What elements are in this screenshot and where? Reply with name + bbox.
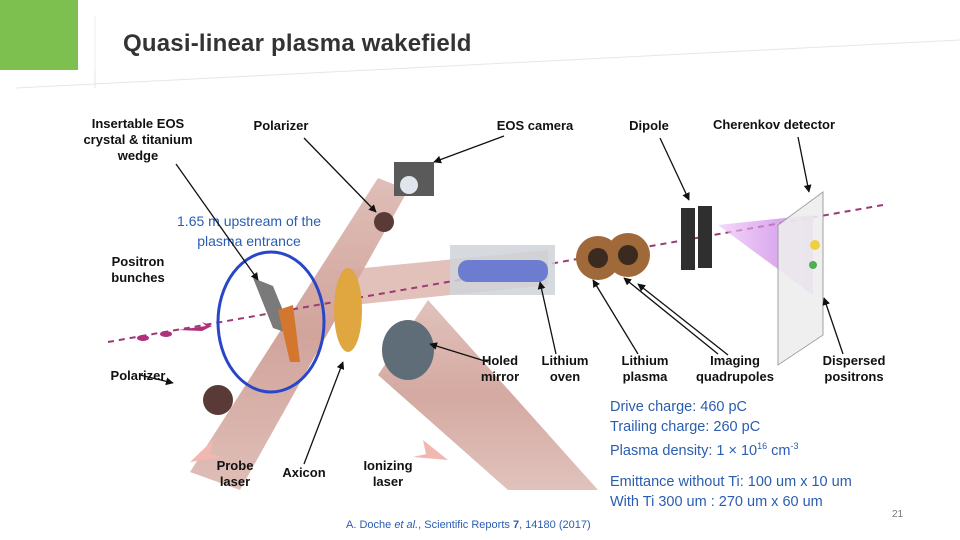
label-probe-laser: Probe laser: [217, 458, 254, 489]
label-ionizing-laser: Ionizing laser: [363, 458, 412, 489]
plasma-density: Plasma density: 1 × 1016 cm-3: [610, 437, 852, 461]
label-dispersed-positrons: Dispersed positrons: [823, 353, 886, 384]
citation-rest: , 14180 (2017): [519, 519, 591, 531]
plasma-density-unit-exponent: -3: [790, 441, 799, 451]
highlight-circle: [216, 250, 326, 394]
camera-lens-icon: [400, 176, 418, 194]
label-line: plasma: [623, 369, 669, 384]
label-line: Probe: [217, 458, 254, 473]
accent-square: [0, 0, 78, 70]
label-line: Lithium: [622, 353, 669, 368]
label-dipole: Dipole: [629, 118, 669, 133]
label-cherenkov-detector: Cherenkov detector: [713, 117, 835, 132]
cherenkov-screen: [777, 191, 824, 366]
titanium-wedge: [278, 305, 300, 362]
label-line: positrons: [824, 369, 883, 384]
dipole-magnet: [698, 206, 712, 268]
label-polarizer-top: Polarizer: [254, 118, 309, 133]
label-line: laser: [220, 474, 250, 489]
page-number: 21: [892, 509, 904, 520]
label-line: mirror: [481, 369, 519, 384]
label-lithium-oven: Lithium oven: [542, 353, 589, 384]
note-line: 1.65 m upstream of the: [177, 213, 321, 229]
label-line: crystal & titanium: [83, 132, 192, 147]
quadrupole-core: [588, 248, 608, 268]
label-line: Holed: [482, 353, 518, 368]
label-line: Ionizing: [363, 458, 412, 473]
positron-bunch: [137, 335, 149, 341]
label-line: Dispersed: [823, 353, 886, 368]
label-line: Insertable EOS: [92, 116, 185, 131]
probe-laser-beam: [190, 178, 408, 490]
label-line: wedge: [117, 148, 158, 163]
citation-journal: , Scientific Reports: [418, 519, 513, 531]
drive-charge: Drive charge: 460 pC: [610, 399, 748, 415]
ionizing-laser-arrow: [413, 440, 448, 460]
signal-spot: [810, 240, 820, 250]
label-line: Positron: [112, 254, 165, 269]
label-polarizer-bottom: Polarizer: [111, 368, 166, 383]
note-line: plasma entrance: [197, 233, 301, 249]
label-line: quadrupoles: [696, 369, 774, 384]
citation-volume: 7: [512, 519, 520, 531]
signal-spot: [809, 261, 817, 269]
label-axicon: Axicon: [282, 465, 325, 480]
label-imaging-quadrupoles: Imaging quadrupoles: [696, 353, 774, 384]
experimental-setup-diagram: Insertable EOS crystal & titanium wedge …: [83, 110, 886, 490]
plasma-density-unit: cm: [767, 442, 791, 459]
trailing-charge: Trailing charge: 260 pC: [610, 418, 761, 435]
label-line: Imaging: [710, 353, 760, 368]
label-positron-bunches: Positron bunches: [111, 254, 164, 285]
callout-arrows: [139, 135, 844, 465]
polarizer-bottom-optic: [203, 385, 233, 415]
label-eos-camera: EOS camera: [497, 118, 574, 133]
emittance-without-ti: Emittance without Ti: 100 um x 10 um: [610, 474, 852, 491]
lithium-plasma: [458, 260, 548, 282]
emittance-with-ti: With Ti 300 um : 270 um x 60 um: [610, 493, 823, 510]
label-lithium-plasma: Lithium plasma: [622, 353, 669, 384]
quadrupole-core: [618, 245, 638, 265]
citation-etal: et al.: [394, 519, 419, 531]
beam-parameters: Drive charge: 460 pC Trailing charge: 26…: [610, 398, 852, 512]
dipole-magnet: [681, 208, 695, 270]
positron-bunch-arrow: [178, 322, 212, 331]
plasma-density-exponent: 16: [757, 441, 768, 451]
probe-laser-arrow: [190, 440, 223, 462]
citation: A. Doche et al., Scientific Reports 7, 1…: [346, 519, 591, 531]
positron-bunch: [160, 331, 172, 337]
label-eos-crystal: Insertable EOS crystal & titanium wedge: [83, 116, 192, 163]
label-line: bunches: [111, 270, 164, 285]
label-line: laser: [373, 474, 403, 489]
label-holed-mirror: Holed mirror: [481, 353, 519, 384]
holed-mirror-optic: [382, 320, 434, 380]
slide-title: Quasi-linear plasma wakefield: [123, 30, 472, 57]
axicon-optic: [334, 268, 362, 352]
polarizer-top-optic: [374, 212, 394, 232]
label-line: Lithium: [542, 353, 589, 368]
citation-authors: A. Doche: [346, 519, 395, 531]
spacer: [610, 461, 852, 473]
label-line: oven: [550, 369, 580, 384]
plasma-density-prefix: Plasma density: 1 × 10: [610, 442, 758, 459]
title-decoration: [15, 16, 960, 89]
